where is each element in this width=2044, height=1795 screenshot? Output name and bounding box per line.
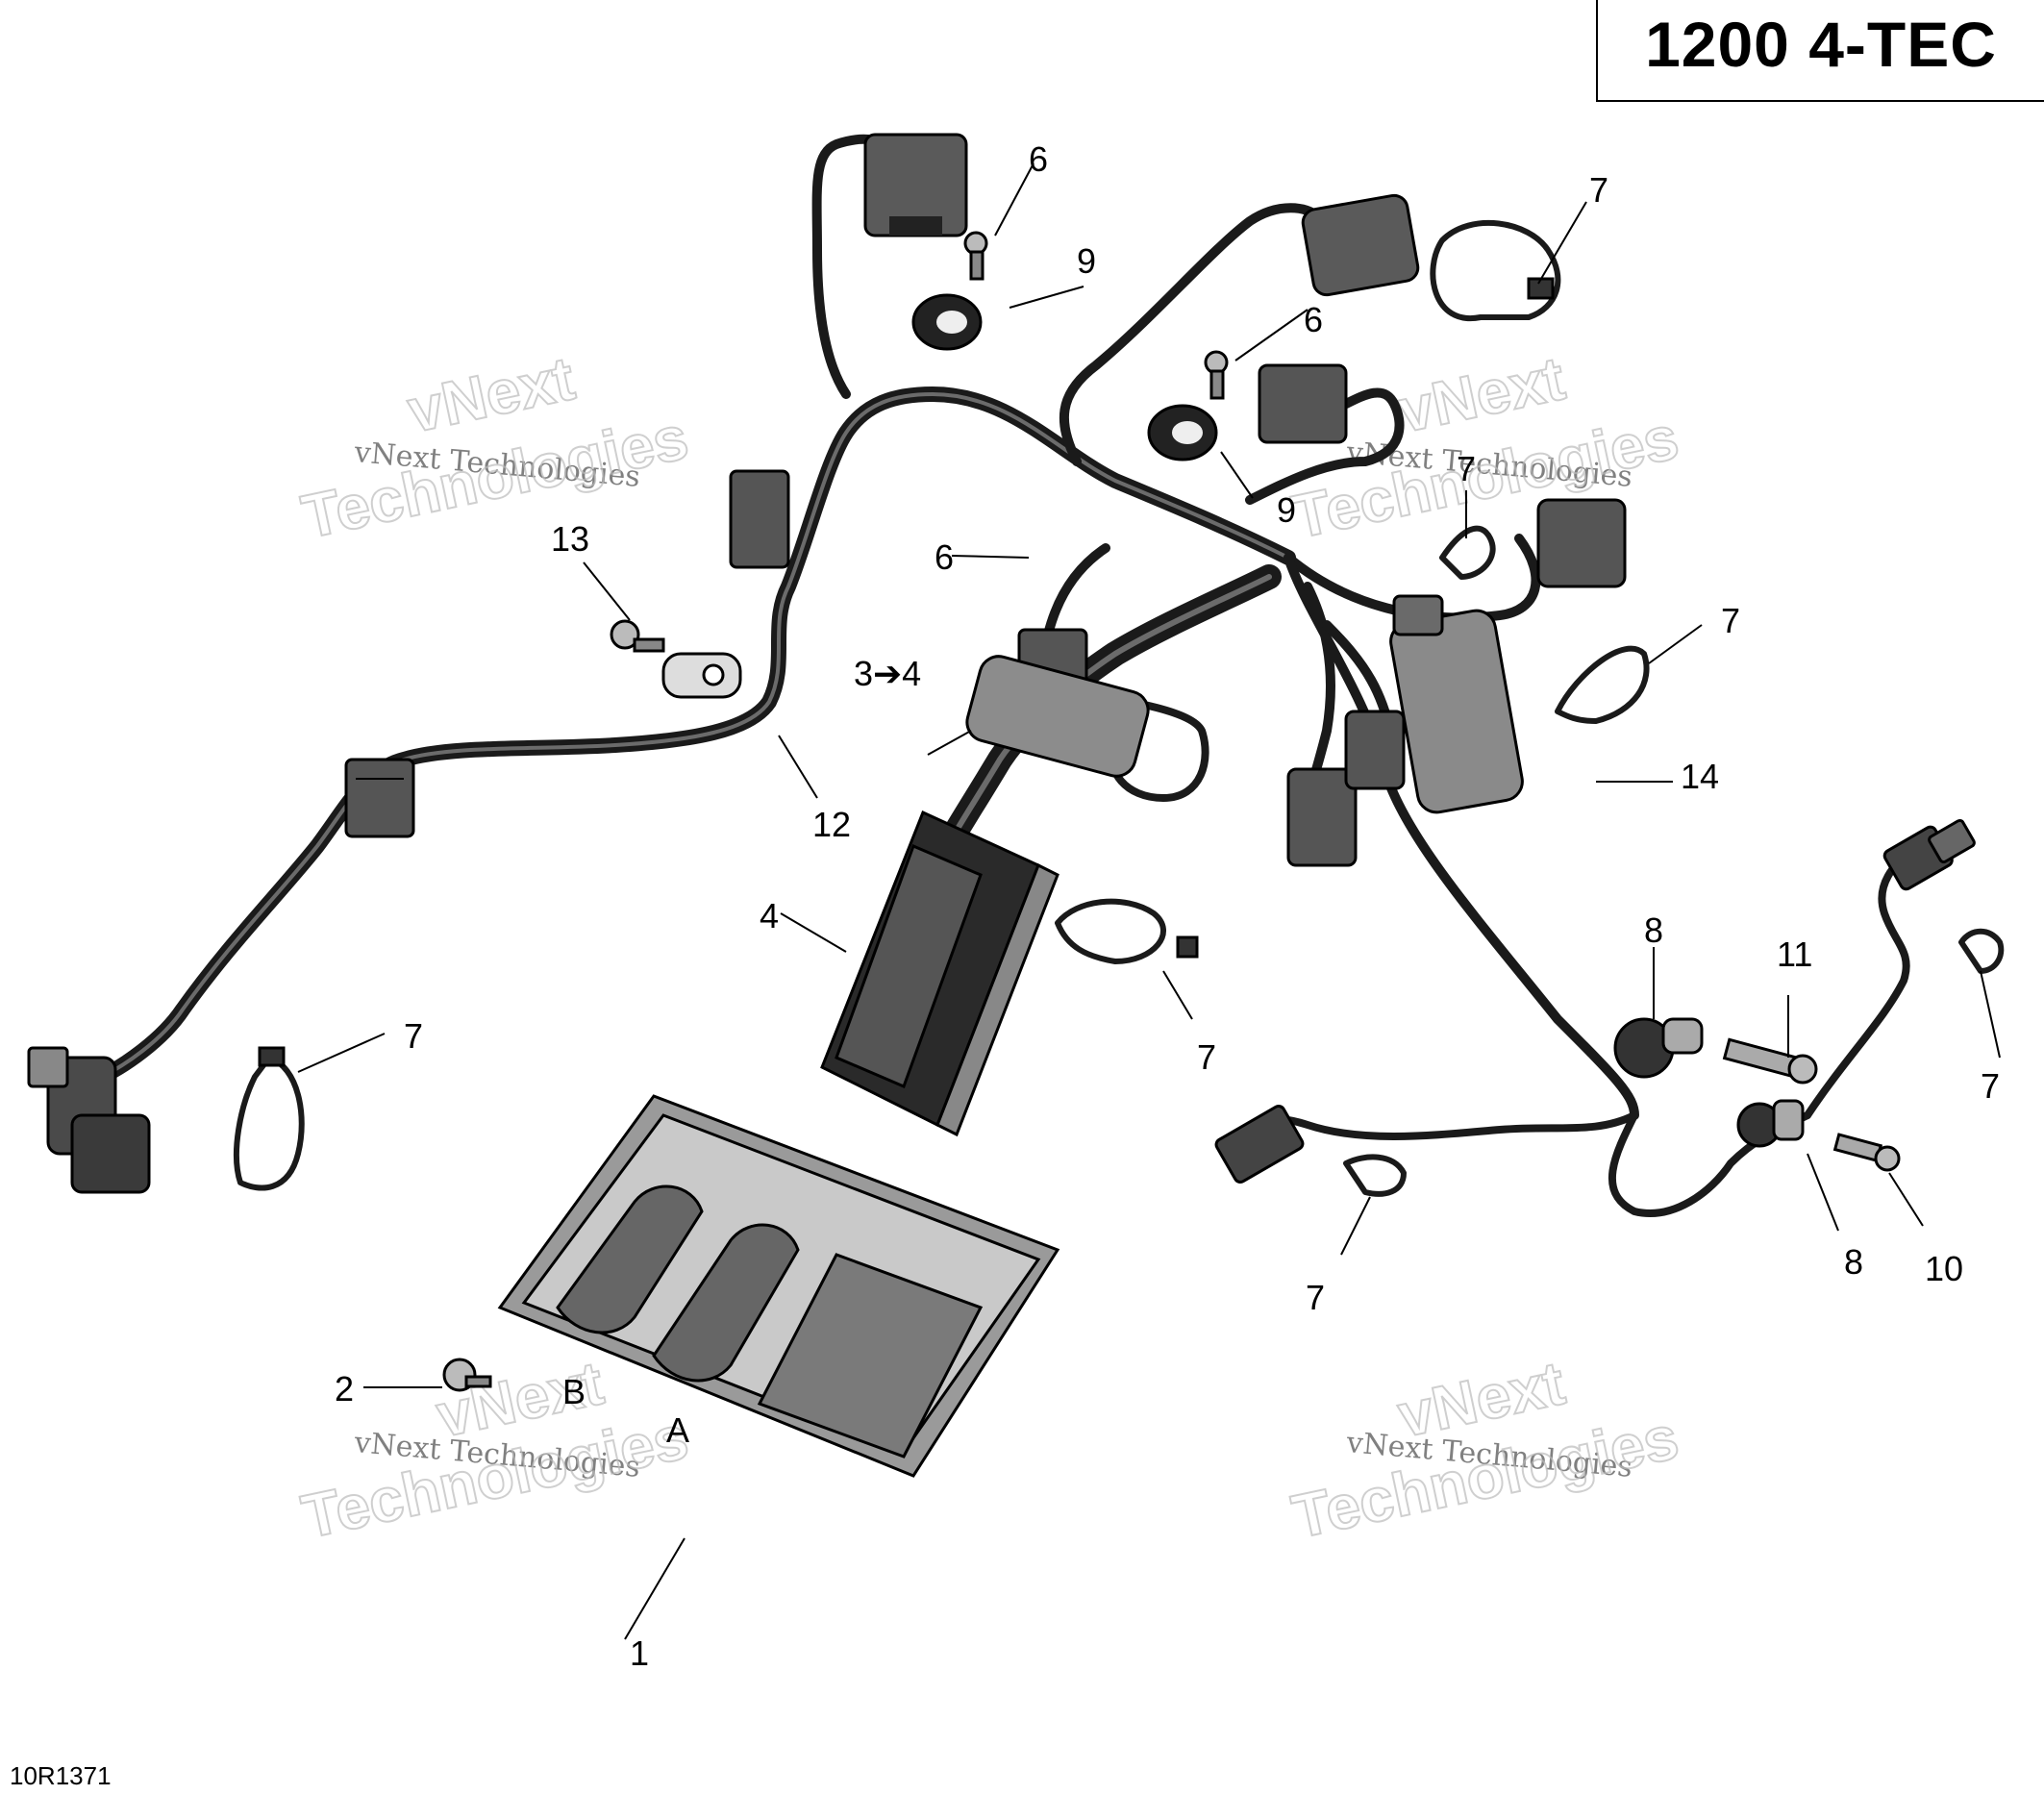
callout-7-ecu: 7 — [1197, 1037, 1216, 1077]
reference-code: 10R1371 — [10, 1761, 112, 1790]
callout-3-to-4: 3➔4 — [854, 654, 921, 693]
bolt-10 — [1832, 1133, 1901, 1172]
sensor-grommet-8 — [1613, 1017, 1704, 1079]
connector-lower-right-b — [1882, 818, 1976, 891]
cable-tie-7-mid — [1439, 525, 1496, 580]
watermark-bottom-right: vNext vNext Technologies Technologies — [1285, 1347, 1685, 1553]
screw-13-and-ring — [610, 619, 742, 699]
grommet-9-top — [911, 293, 983, 351]
connector-lower-right-a — [1214, 1105, 1305, 1184]
cable-tie-7-ecu — [1055, 898, 1199, 964]
screw-6-mid — [1204, 350, 1229, 400]
callout-1: 1 — [630, 1633, 649, 1673]
ecu-socket-a-label: A — [666, 1410, 689, 1450]
callout-12: 12 — [812, 805, 851, 844]
fuse-holder-3 — [965, 655, 1150, 778]
callout-10: 10 — [1925, 1249, 1963, 1288]
callout-4: 4 — [760, 896, 779, 935]
screw-6-top — [963, 231, 988, 281]
cable-tie-7-right — [1555, 645, 1650, 724]
cable-tie-7-left — [233, 1046, 305, 1191]
callout-7-right: 7 — [1721, 601, 1740, 640]
connector-top-right — [1301, 193, 1420, 297]
sensor-grommet-8b — [1736, 1099, 1805, 1148]
callout-9-top: 9 — [1077, 241, 1096, 281]
connector-right — [1536, 498, 1627, 588]
connector-lower-mid — [1286, 710, 1406, 867]
connector-left-upper — [729, 469, 790, 569]
callout-6-clip: 6 — [935, 537, 954, 577]
connector-left-mid — [344, 758, 415, 838]
ecu-harness-connector-4 — [820, 810, 1059, 1137]
callout-8-bottom: 8 — [1844, 1242, 1863, 1282]
ecu-module-1: B A — [497, 1094, 1060, 1478]
ecu-socket-b-label: B — [562, 1372, 586, 1411]
cable-tie-7-far-right — [1958, 928, 2005, 974]
callout-13: 13 — [551, 519, 589, 559]
callout-9-mid: 9 — [1277, 490, 1296, 530]
screw-2 — [442, 1358, 492, 1392]
grommet-9-mid — [1147, 404, 1218, 461]
callout-14: 14 — [1681, 757, 1719, 796]
diagram-title: 1200 4-TEC — [1645, 9, 1997, 80]
watermark-bottom-left: vNext vNext Technologies Technologies — [295, 1347, 695, 1553]
sensor-14 — [1389, 594, 1524, 814]
callout-7-bottom: 7 — [1306, 1278, 1325, 1317]
callout-6-top: 6 — [1029, 139, 1048, 179]
callout-7-left: 7 — [404, 1016, 423, 1056]
watermark-top-left: vNext vNext Technologies Technologies — [295, 342, 695, 553]
callout-labels: 1 2 3➔4 4 6 6 6 7 7 7 7 7 7 7 8 8 9 9 10… — [335, 139, 2000, 1673]
callout-7-top-right: 7 — [1589, 170, 1608, 210]
callout-2: 2 — [335, 1369, 354, 1409]
cable-tie-7-top-right — [1430, 219, 1561, 322]
callout-7-far-right: 7 — [1981, 1066, 2000, 1106]
callout-11: 11 — [1777, 935, 1812, 974]
title-box: 1200 4-TEC — [1596, 0, 2044, 102]
connector-mid-right — [1258, 363, 1348, 444]
bolt-11 — [1722, 1037, 1818, 1084]
callout-8-top: 8 — [1644, 910, 1663, 950]
connector-top — [863, 133, 968, 237]
connector-left — [27, 1046, 151, 1194]
callout-6-mid: 6 — [1304, 300, 1323, 339]
callout-7-mid: 7 — [1457, 449, 1476, 488]
leader-lines — [297, 162, 2001, 1640]
cable-tie-7-bottom — [1343, 1154, 1407, 1197]
